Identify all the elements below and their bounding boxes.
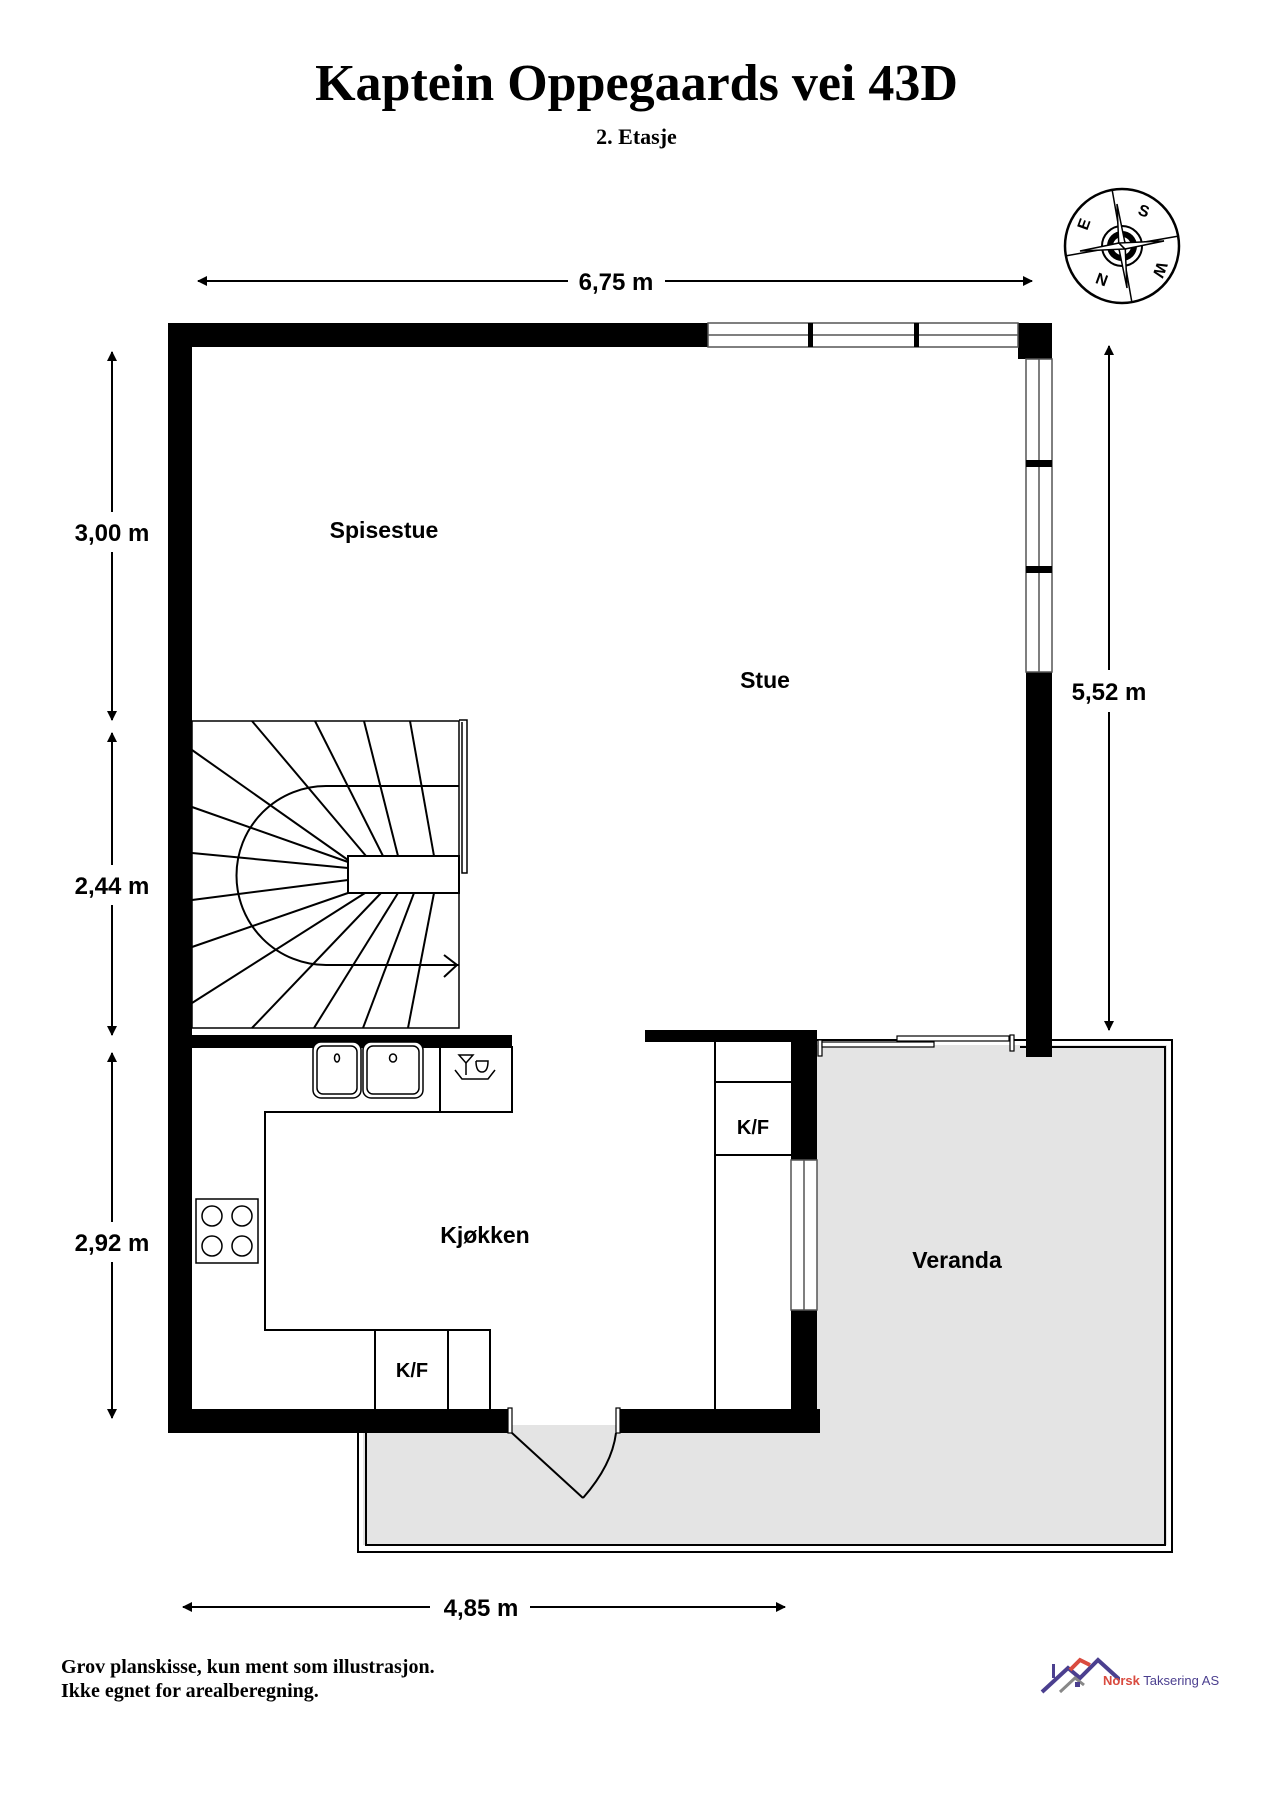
fridge-freezer-label-1: K/F bbox=[737, 1117, 769, 1139]
plan-title: Kaptein Oppegaards vei 43D bbox=[315, 55, 958, 112]
room-label-stue: Stue bbox=[740, 667, 790, 693]
disclaimer-line-1: Grov planskisse, kun ment som illustrasj… bbox=[61, 1656, 435, 1678]
top-windows bbox=[707, 322, 1019, 348]
kitchen-side-window bbox=[790, 1159, 818, 1311]
sliding-door[interactable] bbox=[817, 1034, 1015, 1057]
exterior-walls bbox=[168, 323, 1052, 1433]
double-sink-icon bbox=[312, 1041, 424, 1099]
svg-text:N: N bbox=[1094, 269, 1111, 289]
right-windows bbox=[1025, 358, 1053, 673]
dimension-bottom-width: 4,85 m bbox=[444, 1595, 519, 1622]
dimension-left-lower: 2,92 m bbox=[75, 1230, 150, 1257]
veranda-area bbox=[357, 1039, 1173, 1553]
fridge-freezer-label-2: K/F bbox=[396, 1360, 428, 1382]
room-label-kjokken: Kjøkken bbox=[440, 1222, 529, 1248]
room-label-veranda: Veranda bbox=[912, 1247, 1002, 1273]
logo-text: Norsk Taksering AS bbox=[1103, 1673, 1220, 1688]
dimension-top-width: 6,75 m bbox=[579, 269, 654, 296]
kitchen-counters bbox=[192, 1042, 791, 1409]
dimension-left-upper: 3,00 m bbox=[75, 520, 150, 547]
house-roof-icon bbox=[1040, 1657, 1122, 1694]
svg-text:W: W bbox=[1148, 260, 1169, 281]
dishwasher-icon bbox=[454, 1054, 496, 1080]
compass-rose-icon: S E N W bbox=[1063, 187, 1181, 305]
room-label-spisestue: Spisestue bbox=[330, 517, 439, 543]
disclaimer: Grov planskisse, kun ment som illustrasj… bbox=[61, 1655, 435, 1703]
company-logo: Norsk Taksering AS bbox=[1040, 1650, 1230, 1695]
floor-subtitle: 2. Etasje bbox=[596, 124, 677, 149]
entrance-door[interactable] bbox=[507, 1407, 621, 1499]
disclaimer-line-2: Ikke egnet for arealberegning. bbox=[61, 1680, 319, 1702]
dimension-lines bbox=[107, 276, 1114, 1612]
dimension-left-middle: 2,44 m bbox=[75, 873, 150, 900]
staircase bbox=[191, 719, 468, 1029]
dimension-right: 5,52 m bbox=[1072, 679, 1147, 706]
stove-icon bbox=[195, 1198, 259, 1264]
